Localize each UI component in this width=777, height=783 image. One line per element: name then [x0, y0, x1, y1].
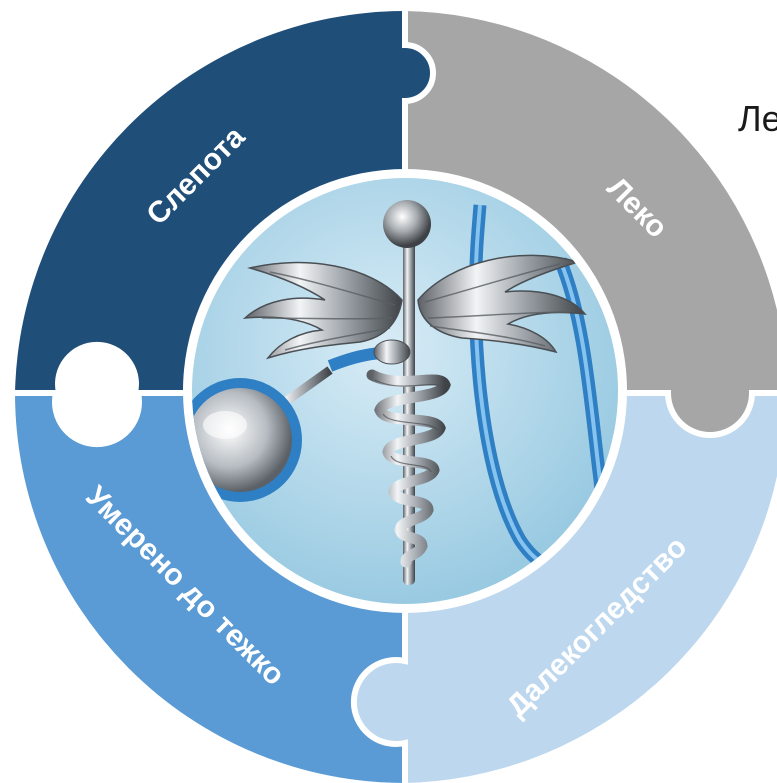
caduceus-stethoscope-icon — [192, 178, 618, 604]
segment-bottom-left — [15, 393, 405, 783]
segment-top-right — [405, 11, 777, 435]
segment-bottom-right — [353, 393, 777, 783]
segment-separators — [15, 11, 777, 783]
side-heading-text: Ле — [738, 98, 777, 139]
segment-top-left — [15, 10, 433, 393]
